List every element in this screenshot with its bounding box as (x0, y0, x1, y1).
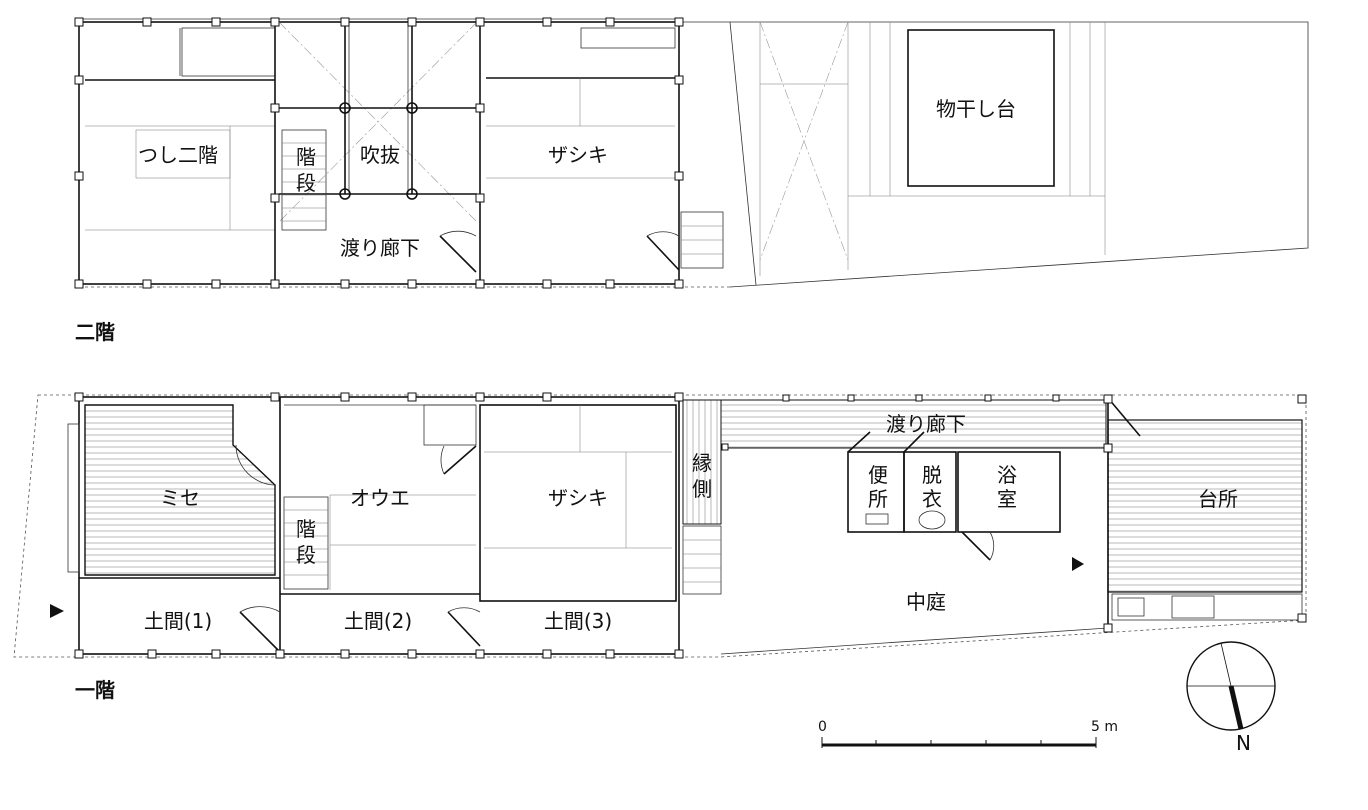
room-label-kitchen: 台所 (1198, 487, 1238, 511)
room-label-oue: オウエ (350, 486, 410, 510)
drying-deck-frame (907, 29, 1055, 187)
room-label-upper-corridor: 渡り廊下 (340, 236, 420, 260)
room-label-engawa-1: 縁 (692, 451, 712, 475)
compass-north-label: N (1236, 731, 1251, 755)
room-label-dressing-1: 脱 (922, 463, 942, 487)
entrance-arrow-icon (50, 604, 64, 618)
ground-floor-plan (13, 392, 1307, 659)
room-label-tsushi-nikai: つし二階 (138, 143, 218, 167)
upper-outer-wall (78, 21, 680, 285)
scale-label-end: 5 m (1091, 719, 1118, 735)
room-label-bath-1: 浴 (997, 463, 1017, 487)
room-label-doma-3: 土間(3) (544, 609, 612, 633)
room-label-mise: ミセ (160, 486, 200, 510)
room-label-courtyard: 中庭 (906, 590, 946, 614)
room-label-drying-deck: 物干し台 (936, 97, 1016, 121)
ground-stairs (283, 496, 329, 590)
room-label-ground-stairs-2: 段 (296, 543, 316, 567)
ground-floor-labels: ミセ オウエ ザシキ 縁 側 階 段 土間(1) 土間(2) 土間(3) 渡り廊… (75, 412, 1238, 702)
room-label-doma-2: 土間(2) (344, 609, 412, 633)
room-label-fukinuke: 吹抜 (360, 143, 400, 167)
room-label-toilet-1: 便 (868, 463, 888, 487)
upper-floor-plan (74, 17, 1309, 289)
scale-bar: 0 5 m (818, 719, 1118, 748)
room-label-engawa-2: 側 (692, 477, 712, 501)
room-label-upper-stairs-2: 段 (296, 171, 316, 195)
bath-room (957, 451, 1061, 533)
dressing-room (903, 451, 957, 533)
room-label-ground-zashiki: ザシキ (548, 486, 608, 510)
room-label-ground-stairs-1: 階 (296, 517, 316, 541)
section-title-ground-floor: 一階 (75, 678, 115, 702)
room-label-upper-zashiki: ザシキ (548, 143, 608, 167)
room-label-doma-1: 土間(1) (144, 609, 212, 633)
room-label-toilet-2: 所 (868, 487, 888, 511)
scale-label-start: 0 (818, 719, 827, 735)
upper-stairs (281, 129, 327, 231)
room-label-upper-stairs-1: 階 (296, 145, 316, 169)
room-label-bath-2: 室 (997, 487, 1017, 511)
section-title-upper-floor: 二階 (75, 320, 115, 344)
upper-floor-labels: つし二階 階 段 吹抜 ザシキ 渡り廊下 物干し台 二階 (75, 97, 1016, 344)
north-compass-icon: N (1186, 641, 1276, 755)
entrance-arrow-icon (1072, 557, 1084, 571)
room-label-dressing-2: 衣 (922, 487, 942, 511)
room-label-ground-corridor: 渡り廊下 (886, 412, 966, 436)
site-boundary (13, 394, 1307, 658)
